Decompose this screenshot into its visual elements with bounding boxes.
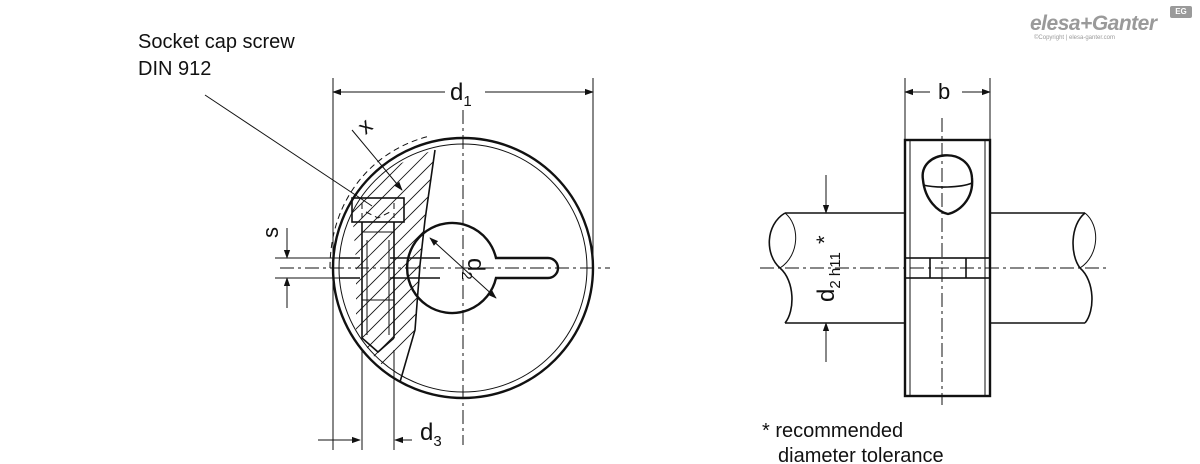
d2-h11-label: d2 h11	[813, 252, 844, 302]
b-label: b	[938, 79, 950, 104]
note-line1: * recommended	[762, 420, 903, 442]
screw-leader	[204, 94, 373, 207]
s-label: s	[258, 227, 283, 238]
screw-head	[351, 197, 405, 223]
d2-dim	[429, 237, 497, 299]
brand-copyright: ©Copyright | elesa-ganter.com	[1034, 35, 1116, 41]
screw-tip	[361, 337, 395, 354]
section-break-line	[399, 149, 436, 383]
brand-badge: EG	[1170, 6, 1192, 18]
d1-label: d1	[450, 79, 472, 110]
screw-label-line2: DIN 912	[138, 58, 211, 80]
bore-with-keyway	[406, 221, 560, 315]
section-hatching	[352, 150, 435, 382]
screw-label-line1: Socket cap screw	[138, 31, 295, 53]
clearance-arc	[329, 135, 431, 269]
d3-label: d3	[420, 419, 442, 450]
note-line2: diameter tolerance	[778, 445, 944, 464]
brand-name: elesa+Ganter	[1030, 12, 1157, 35]
outer-chamfer-circle	[338, 143, 588, 393]
asterisk-mark: *	[812, 235, 837, 244]
screw-access-hole	[921, 154, 974, 216]
d2-label: d2	[458, 258, 489, 280]
collar-side-view	[760, 78, 1110, 405]
brand-logo: elesa+Ganter ©Copyright | elesa-ganter.c…	[1030, 6, 1198, 41]
collar-front-view	[204, 78, 610, 450]
x-dim	[351, 129, 403, 191]
